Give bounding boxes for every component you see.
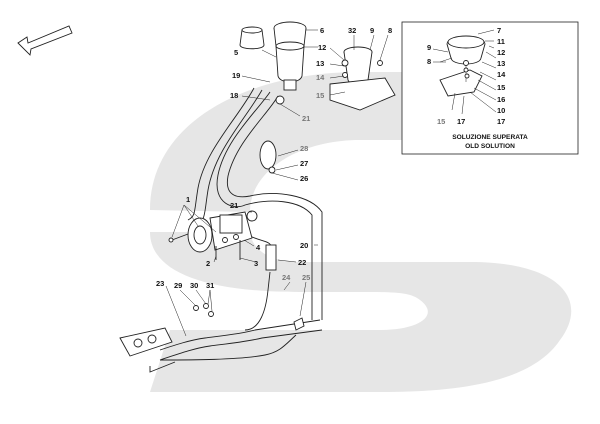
inset-callout-8: 8: [427, 57, 431, 66]
callout-19: 19: [232, 71, 240, 80]
inset-callout-17: 17: [497, 117, 505, 126]
callout-23: 23: [156, 279, 164, 288]
inset-callout-7: 7: [497, 26, 501, 35]
callout-31: 31: [206, 281, 214, 290]
inset-caption-line1: SOLUZIONE SUPERATA: [452, 134, 528, 141]
inset-callout-11: 11: [497, 37, 505, 46]
callout-5: 5: [234, 48, 238, 57]
inset-callout-17-lower: 17: [457, 117, 465, 126]
callout-27: 27: [300, 159, 308, 168]
lower-hose-assembly: [149, 319, 323, 373]
inset-caption-line2: OLD SOLUTION: [465, 143, 515, 150]
reservoir-tank: [273, 21, 307, 91]
callout-26: 26: [300, 174, 308, 183]
inset-callout-13: 13: [497, 59, 505, 68]
lower-manifold: [119, 327, 173, 357]
callout-2: 2: [206, 259, 210, 268]
callout-1: 1: [186, 195, 190, 204]
callout-13: 13: [316, 59, 324, 68]
inset-callout-16: 16: [497, 95, 505, 104]
callout-15: 15: [316, 91, 324, 100]
inset-callout-15: 15: [497, 83, 505, 92]
callout-12: 12: [318, 43, 326, 52]
inset-callout-10: 10: [497, 106, 505, 115]
power-steering-pump: [187, 211, 253, 253]
callout-20: 20: [300, 241, 308, 250]
pressure-line: [244, 235, 277, 331]
callout-labels: 1 2 3 4 5 6 8 9 12 13 14 15 18 19 20 21 …: [156, 26, 392, 290]
callout-22: 22: [298, 258, 306, 267]
callout-32: 32: [348, 26, 356, 35]
callout-21-lower: 21: [230, 201, 238, 210]
reservoir-cap: [239, 26, 265, 50]
callout-3: 3: [254, 259, 258, 268]
callout-14: 14: [316, 73, 325, 82]
inset-callout-14: 14: [497, 70, 506, 79]
callout-29: 29: [174, 281, 182, 290]
callout-8: 8: [388, 26, 392, 35]
direction-arrow-icon: [17, 25, 73, 56]
hose-clamp-28: [259, 140, 277, 174]
pump-fasteners: [168, 210, 258, 260]
callout-18: 18: [230, 91, 238, 100]
callout-4: 4: [256, 243, 261, 252]
inset-callout-9: 9: [427, 43, 431, 52]
callout-9: 9: [370, 26, 374, 35]
supply-hose: [216, 91, 323, 320]
callout-25: 25: [302, 273, 310, 282]
callout-24: 24: [282, 273, 291, 282]
inset-reservoir-ring: [447, 35, 485, 49]
callout-6: 6: [320, 26, 324, 35]
inset-box: 7 9 8 11 12 13 14 15 16 10 17 15 17 SOLU…: [401, 21, 579, 155]
reservoir-clamp-and-bracket: [329, 46, 396, 111]
callout-21-upper: 21: [302, 114, 310, 123]
inset-callout-12: 12: [497, 48, 505, 57]
callout-30: 30: [190, 281, 198, 290]
leader-lines: [165, 29, 389, 337]
small-fittings: [193, 95, 305, 331]
callout-28: 28: [300, 144, 308, 153]
inset-callout-15-lower: 15: [437, 117, 445, 126]
